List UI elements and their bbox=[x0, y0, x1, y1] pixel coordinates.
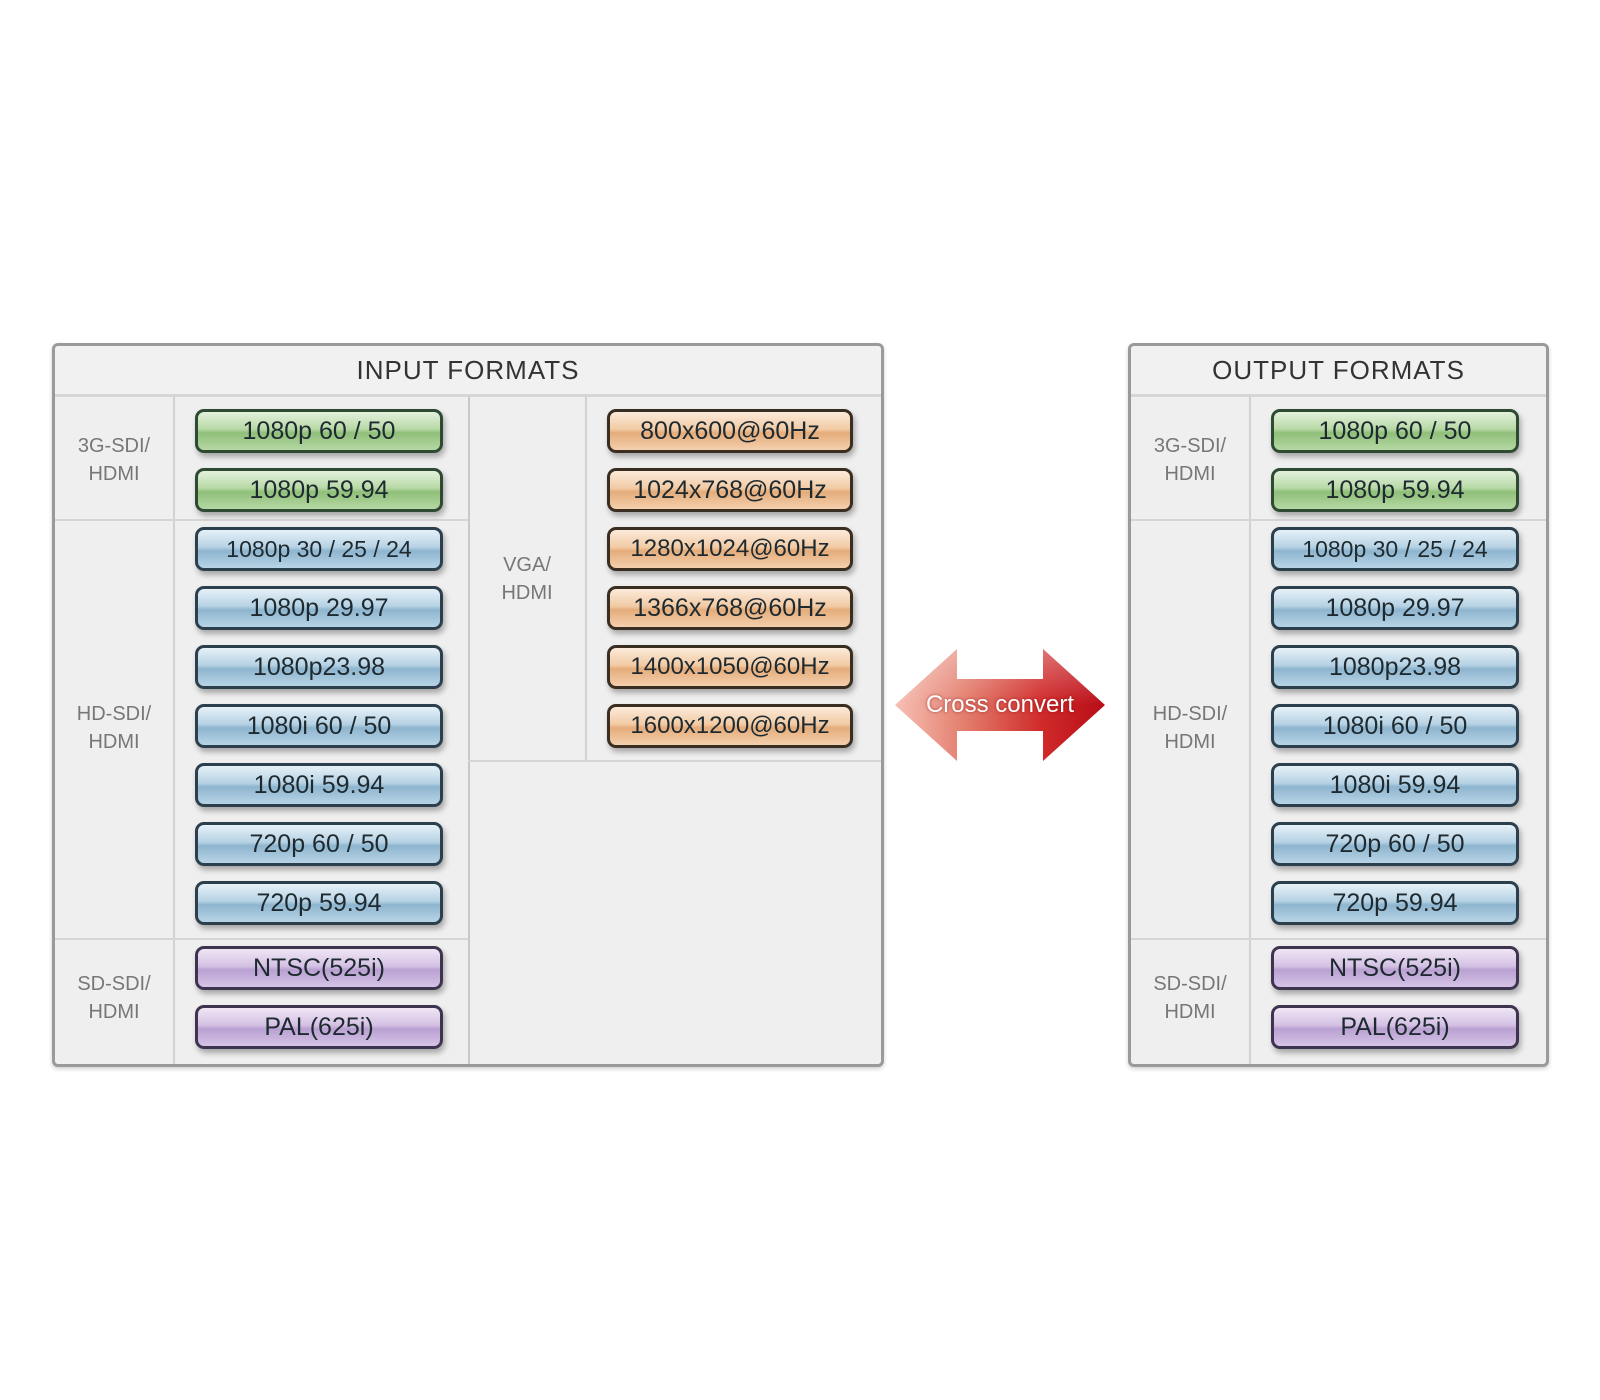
input-format-pill[interactable]: 1080p 59.94 bbox=[195, 468, 443, 512]
label-line: HD-SDI/ bbox=[76, 703, 152, 725]
output-format-pill[interactable]: PAL(625i) bbox=[1271, 1005, 1519, 1049]
label-line: HDMI bbox=[88, 463, 140, 485]
output-format-pill[interactable]: NTSC(525i) bbox=[1271, 946, 1519, 990]
label-line: HDMI bbox=[501, 582, 553, 604]
output-format-pill[interactable]: 1080p 30 / 25 / 24 bbox=[1271, 527, 1519, 571]
label-line: 3G-SDI/ bbox=[77, 435, 151, 457]
vga-format-pill[interactable]: 800x600@60Hz bbox=[607, 409, 853, 453]
output-hd-sdi-hdmi-label: HD-SDI/ HDMI bbox=[1131, 700, 1249, 756]
label-line: SD-SDI/ bbox=[1153, 973, 1227, 995]
vga-format-pill[interactable]: 1600x1200@60Hz bbox=[607, 704, 853, 748]
label-line: HD-SDI/ bbox=[1152, 703, 1228, 725]
output-panel-title: OUTPUT FORMATS bbox=[1131, 346, 1546, 397]
label-line: VGA/ bbox=[503, 554, 551, 576]
output-format-pill[interactable]: 1080i 59.94 bbox=[1271, 763, 1519, 807]
label-line: SD-SDI/ bbox=[77, 973, 151, 995]
label-line: 3G-SDI/ bbox=[1153, 435, 1227, 457]
label-line: HDMI bbox=[1164, 731, 1216, 753]
input-3g-sdi-hdmi-label: 3G-SDI/ HDMI bbox=[55, 432, 173, 488]
output-format-pill[interactable]: 1080p 29.97 bbox=[1271, 586, 1519, 630]
output-sd-sdi-hdmi-label: SD-SDI/ HDMI bbox=[1131, 970, 1249, 1026]
cross-convert-arrow: Cross convert bbox=[895, 645, 1105, 765]
output-format-pill[interactable]: 1080p 60 / 50 bbox=[1271, 409, 1519, 453]
input-column-divider bbox=[468, 397, 470, 1064]
input-hd-sdi-hdmi-label: HD-SDI/ HDMI bbox=[55, 700, 173, 756]
output-divider-3g-hd bbox=[1131, 519, 1546, 521]
vga-format-pill[interactable]: 1024x768@60Hz bbox=[607, 468, 853, 512]
input-format-pill[interactable]: 1080p 30 / 25 / 24 bbox=[195, 527, 443, 571]
input-format-pill[interactable]: 1080p23.98 bbox=[195, 645, 443, 689]
vga-group-bottom bbox=[468, 760, 881, 762]
label-line: HDMI bbox=[88, 731, 140, 753]
input-divider-3g-hd bbox=[55, 519, 468, 521]
input-format-pill[interactable]: NTSC(525i) bbox=[195, 946, 443, 990]
output-format-pill[interactable]: 1080p 59.94 bbox=[1271, 468, 1519, 512]
input-label-divider bbox=[173, 397, 175, 1064]
input-divider-hd-sd bbox=[55, 938, 468, 940]
output-divider-hd-sd bbox=[1131, 938, 1546, 940]
output-3g-sdi-hdmi-label: 3G-SDI/ HDMI bbox=[1131, 432, 1249, 488]
vga-label-divider bbox=[585, 397, 587, 762]
vga-format-pill[interactable]: 1400x1050@60Hz bbox=[607, 645, 853, 689]
input-panel-title: INPUT FORMATS bbox=[55, 346, 881, 397]
input-formats-panel: INPUT FORMATS 3G-SDI/ HDMI 1080p 60 / 50… bbox=[52, 343, 884, 1067]
input-format-pill[interactable]: PAL(625i) bbox=[195, 1005, 443, 1049]
input-format-pill[interactable]: 1080p 29.97 bbox=[195, 586, 443, 630]
input-format-pill[interactable]: 1080i 59.94 bbox=[195, 763, 443, 807]
label-line: HDMI bbox=[1164, 1001, 1216, 1023]
input-format-pill[interactable]: 720p 60 / 50 bbox=[195, 822, 443, 866]
output-format-pill[interactable]: 1080i 60 / 50 bbox=[1271, 704, 1519, 748]
vga-format-pill[interactable]: 1280x1024@60Hz bbox=[607, 527, 853, 571]
input-format-pill[interactable]: 1080p 60 / 50 bbox=[195, 409, 443, 453]
output-formats-panel: OUTPUT FORMATS 3G-SDI/ HDMI 1080p 60 / 5… bbox=[1128, 343, 1549, 1067]
input-vga-hdmi-label: VGA/ HDMI bbox=[468, 551, 586, 607]
label-line: HDMI bbox=[88, 1001, 140, 1023]
output-format-pill[interactable]: 720p 60 / 50 bbox=[1271, 822, 1519, 866]
input-format-pill[interactable]: 720p 59.94 bbox=[195, 881, 443, 925]
output-label-divider bbox=[1249, 397, 1251, 1064]
label-line: HDMI bbox=[1164, 463, 1216, 485]
input-sd-sdi-hdmi-label: SD-SDI/ HDMI bbox=[55, 970, 173, 1026]
input-format-pill[interactable]: 1080i 60 / 50 bbox=[195, 704, 443, 748]
vga-format-pill[interactable]: 1366x768@60Hz bbox=[607, 586, 853, 630]
double-arrow-icon bbox=[895, 649, 1105, 761]
output-format-pill[interactable]: 720p 59.94 bbox=[1271, 881, 1519, 925]
output-format-pill[interactable]: 1080p23.98 bbox=[1271, 645, 1519, 689]
cross-convert-label: Cross convert bbox=[925, 691, 1075, 718]
